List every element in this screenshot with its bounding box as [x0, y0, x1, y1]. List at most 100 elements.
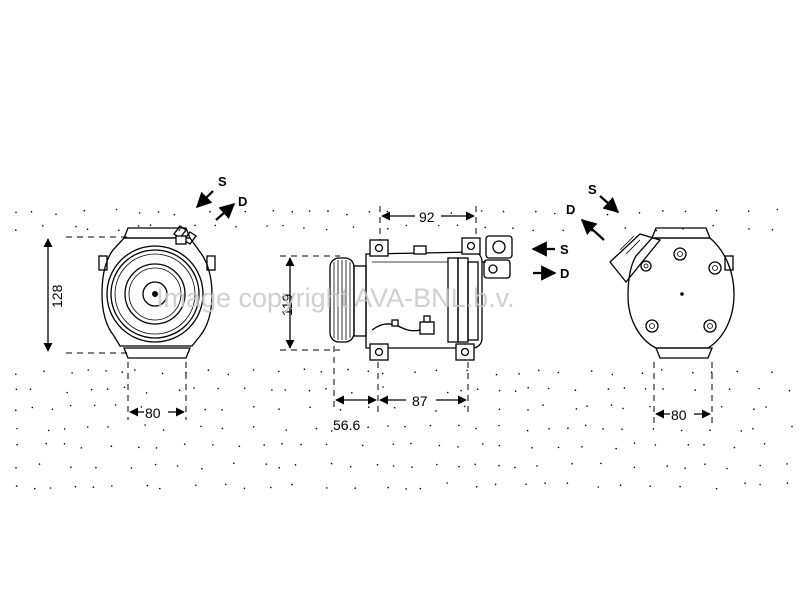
background-dot	[494, 483, 497, 486]
control-valve-wire	[371, 315, 435, 335]
background-dot	[278, 408, 280, 410]
background-dot	[121, 371, 124, 373]
background-dot	[327, 210, 329, 212]
right-ear	[206, 255, 216, 271]
background-dot	[339, 409, 342, 411]
background-dot	[159, 487, 161, 490]
background-dot	[106, 388, 109, 390]
background-dot	[144, 424, 146, 426]
background-dot	[87, 369, 90, 371]
background-dot	[224, 483, 227, 486]
background-dot	[145, 392, 148, 394]
clutch-plate-inner	[128, 267, 182, 321]
background-dot	[361, 444, 364, 447]
background-dot	[463, 405, 466, 408]
background-dot	[325, 388, 327, 390]
background-dot	[235, 226, 237, 228]
left-height-dim: 128	[49, 284, 65, 308]
background-dot	[387, 486, 390, 489]
background-dot	[758, 387, 760, 390]
background-dot	[649, 405, 651, 408]
background-dot	[212, 444, 214, 446]
background-dot	[619, 484, 622, 487]
background-dot	[381, 372, 384, 375]
background-dot	[692, 371, 694, 374]
background-dot-pattern	[15, 208, 793, 490]
background-dot	[195, 484, 197, 487]
background-dot	[149, 224, 152, 226]
background-dot	[562, 229, 564, 232]
background-dot	[111, 485, 113, 487]
background-dot	[352, 226, 355, 228]
middle-suction-label: S	[560, 242, 569, 257]
background-dot	[586, 405, 588, 407]
background-dot	[419, 487, 422, 490]
background-dot	[786, 463, 788, 465]
background-dot	[387, 228, 389, 230]
background-dot	[763, 443, 766, 445]
background-dot	[567, 427, 569, 430]
background-dot	[623, 387, 626, 389]
rear-port-block	[609, 233, 662, 284]
right-view-ear	[724, 255, 734, 271]
background-dot	[680, 429, 683, 432]
background-dot	[715, 487, 718, 490]
background-dot	[435, 369, 438, 372]
cooling-fins	[447, 257, 479, 343]
background-dot	[15, 409, 17, 412]
background-dot	[201, 467, 203, 470]
background-dot	[15, 467, 17, 469]
background-dot	[456, 224, 459, 226]
middle-top-dim: 92	[419, 209, 435, 225]
background-dot	[786, 482, 789, 484]
background-dot	[687, 444, 690, 446]
background-dot	[194, 224, 196, 227]
left-suction-label: S	[218, 174, 227, 189]
background-dot	[227, 373, 230, 376]
background-dot	[566, 482, 569, 484]
background-dot	[498, 464, 500, 467]
background-dot	[70, 466, 72, 469]
background-dot	[45, 442, 48, 445]
background-dot	[450, 212, 453, 214]
background-dot	[607, 388, 610, 390]
background-dot	[654, 444, 657, 446]
background-dot	[309, 406, 311, 409]
middle-bottom-left-dim: 56.6	[333, 417, 360, 433]
background-dot	[123, 386, 126, 389]
background-dot	[584, 424, 587, 427]
background-dot	[498, 408, 501, 411]
left-discharge-label: D	[238, 194, 247, 209]
background-dot	[368, 211, 371, 213]
background-dot	[633, 466, 636, 469]
background-dot	[105, 370, 107, 372]
right-discharge-label: D	[566, 202, 575, 217]
background-dot	[66, 391, 68, 394]
background-dot	[482, 443, 484, 445]
background-dot	[155, 447, 158, 449]
background-dot	[209, 210, 211, 213]
pulley-groove-ring-2	[114, 253, 196, 335]
clutch-plate-ring	[124, 263, 186, 325]
background-dot	[138, 212, 141, 214]
background-dot	[405, 488, 407, 490]
background-dot	[571, 212, 573, 215]
background-dot	[146, 484, 149, 487]
background-dot	[747, 210, 750, 212]
shaft-center	[152, 291, 158, 297]
background-dot	[525, 483, 527, 486]
background-dot	[71, 372, 73, 374]
background-dot	[411, 466, 413, 468]
background-dot	[436, 463, 438, 466]
background-dot	[679, 485, 681, 488]
background-dot	[536, 465, 538, 467]
background-dot	[346, 426, 348, 429]
middle-bottom-right-dim: 87	[412, 393, 428, 409]
background-dot	[252, 369, 255, 371]
left-suction-arrow	[195, 190, 214, 209]
background-dot	[606, 213, 609, 216]
background-dot	[458, 424, 460, 427]
background-dot	[575, 408, 578, 410]
background-dot	[694, 389, 696, 391]
